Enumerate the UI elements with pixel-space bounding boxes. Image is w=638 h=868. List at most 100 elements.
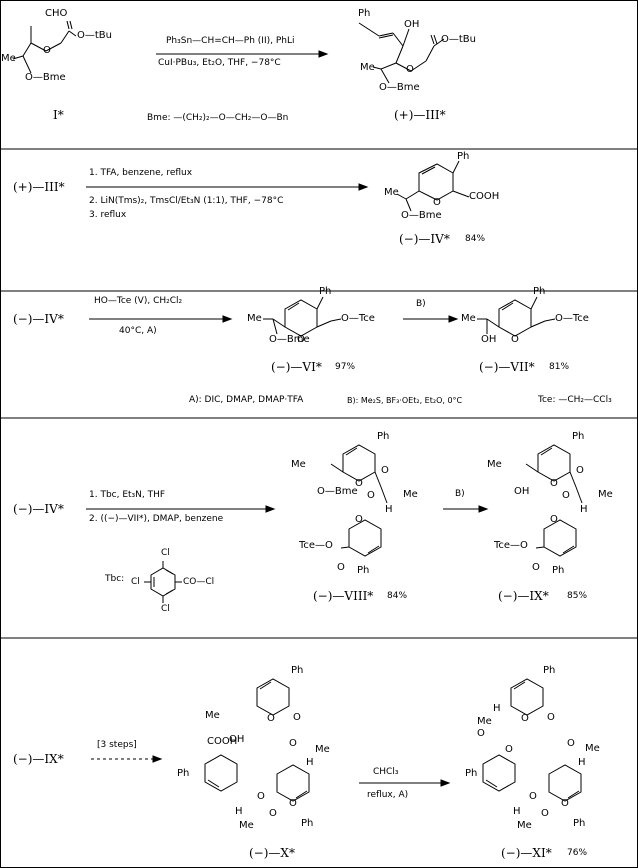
methyl-group: Me (487, 459, 502, 470)
methyl-group: Me (360, 62, 375, 73)
ester-oxygen: O (367, 490, 375, 501)
acyl-chloride: CO—Cl (183, 577, 215, 587)
ester-group: O—tBu (441, 34, 476, 45)
compound-label-xi: (−)—XI* (501, 846, 552, 860)
ring-oxygen: O (511, 334, 519, 345)
reagent-bottom: reflux, A) (367, 790, 409, 800)
ester-oxygen: O (257, 791, 265, 802)
phenyl-group: Ph (357, 565, 370, 576)
ester-group: O—tBu (77, 30, 112, 41)
compound-label-vi: (−)—VI* (271, 360, 322, 374)
phenyl-group: Ph (552, 565, 565, 576)
ring-oxygen: O (521, 713, 529, 724)
methyl-group: Me (291, 459, 306, 470)
carboxyl-group: COOH (469, 191, 500, 202)
ester-oxygen: O (567, 738, 575, 749)
methyl-group: Me (315, 744, 330, 755)
phenyl-group: Ph (572, 431, 585, 442)
tbc-label: Tbc: (105, 574, 125, 584)
methyl-group: Me (205, 710, 220, 721)
ring-oxygen: O (561, 798, 569, 809)
carbonyl-oxygen: O (337, 562, 345, 573)
step-3: 3. reflux (89, 210, 127, 220)
methyl-group: Me (517, 820, 532, 831)
carbonyl-oxygen: O (541, 808, 549, 819)
phenyl-group: Ph (319, 286, 332, 297)
ring-oxygen: O (43, 45, 51, 56)
methyl-group: Me (247, 313, 262, 324)
ring-oxygen: O (406, 64, 414, 75)
methyl-group: Me (239, 820, 254, 831)
condition-b: B) (416, 299, 426, 309)
methyl-group: Me (461, 313, 476, 324)
ring-oxygen: O (267, 713, 275, 724)
hydrogen-atom: H (513, 806, 521, 817)
step-2: 2. ((−)—VII*), DMAP, benzene (89, 514, 224, 524)
chlorine-6: Cl (161, 604, 170, 614)
ring-oxygen: O (355, 478, 363, 489)
tce-ester: Tce—O (299, 540, 333, 551)
compound-label-i: I* (53, 108, 64, 122)
compound-label-viii: (−)—VIII* (313, 589, 374, 603)
carbonyl-oxygen: O (547, 712, 555, 723)
cho-group: CHO (45, 8, 68, 19)
tce-ester: Tce—O (494, 540, 528, 551)
carbonyl-oxygen: O (532, 562, 540, 573)
compound-label-x: (−)—X* (249, 846, 295, 860)
ring-oxygen: O (433, 197, 441, 208)
phenyl-group: Ph (543, 665, 556, 676)
hydroxyl-group: OH (229, 734, 245, 745)
phenyl-group: Ph (465, 768, 478, 779)
footnote-tce: Tce: —CH₂—CCl₃ (538, 395, 612, 405)
yield-xi: 76% (567, 848, 588, 858)
hydrogen-atom: H (306, 757, 314, 768)
tce-ester: O—Tce (341, 313, 375, 324)
compound-label-iv: (−)—IV* (399, 232, 450, 246)
carbonyl-oxygen: O (477, 728, 485, 739)
yield-vii: 81% (549, 362, 570, 372)
reagent-bottom: 40°C, A) (119, 326, 157, 336)
three-steps: [3 steps] (97, 740, 137, 750)
ester-oxygen: O (529, 791, 537, 802)
obme-group: O—Bme (25, 72, 66, 83)
reagent-top: Ph₃Sn—CH=CH—Ph (II), PhLi (166, 36, 295, 46)
carbonyl-oxygen: O (293, 712, 301, 723)
phenyl-group: Ph (177, 768, 190, 779)
ester-oxygen: O (562, 490, 570, 501)
obme-group: O—Bme (269, 334, 310, 345)
condition-b: B) (455, 489, 465, 499)
compound-label-vii: (−)—VII* (479, 360, 535, 374)
ring-oxygen: O (297, 334, 305, 345)
reagent-top: CHCl₃ (373, 767, 399, 777)
methyl-group: Me (585, 743, 600, 754)
methyl-group: Me (477, 716, 492, 727)
ring-oxygen: O (550, 514, 558, 525)
chlorine-4: Cl (131, 577, 140, 587)
hydrogen-atom: H (385, 504, 393, 515)
hydroxyl-group: OH (514, 486, 530, 497)
step-2: 2. LiN(Tms)₂, TmsCl/Et₃N (1:1), THF, −78… (89, 196, 284, 206)
obme-group: O—Bme (401, 210, 442, 221)
hydrogen-atom: H (578, 757, 586, 768)
reagent-bottom: CuI·PBu₃, Et₂O, THF, −78°C (158, 58, 281, 68)
compound-label-iii-start: (+)—III* (13, 180, 65, 194)
step-1: 1. TFA, benzene, reflux (89, 168, 193, 178)
methyl-group: Me (1, 53, 16, 64)
yield-vi: 97% (335, 362, 356, 372)
methyl-group: Me (384, 187, 399, 198)
yield-iv: 84% (465, 234, 486, 244)
compound-label-ix-start: (−)—IX* (13, 752, 64, 766)
ester-oxygen: O (289, 738, 297, 749)
compound-label-ix: (−)—IX* (498, 589, 549, 603)
chlorine-2: Cl (161, 548, 170, 558)
methyl-group: Me (403, 489, 418, 500)
yield-ix: 85% (567, 591, 588, 601)
footnote-a: A): DIC, DMAP, DMAP·TFA (189, 395, 304, 405)
hydrogen-atom: H (235, 806, 243, 817)
hydrogen-atom: H (493, 703, 501, 714)
reagent-top: HO—Tce (V), CH₂Cl₂ (94, 296, 183, 306)
bme-definition: Bme: —(CH₂)₂—O—CH₂—O—Bn (147, 113, 289, 123)
compound-label-iv-start: (−)—IV* (13, 312, 64, 326)
compound-label-iii: (+)—III* (394, 108, 446, 122)
